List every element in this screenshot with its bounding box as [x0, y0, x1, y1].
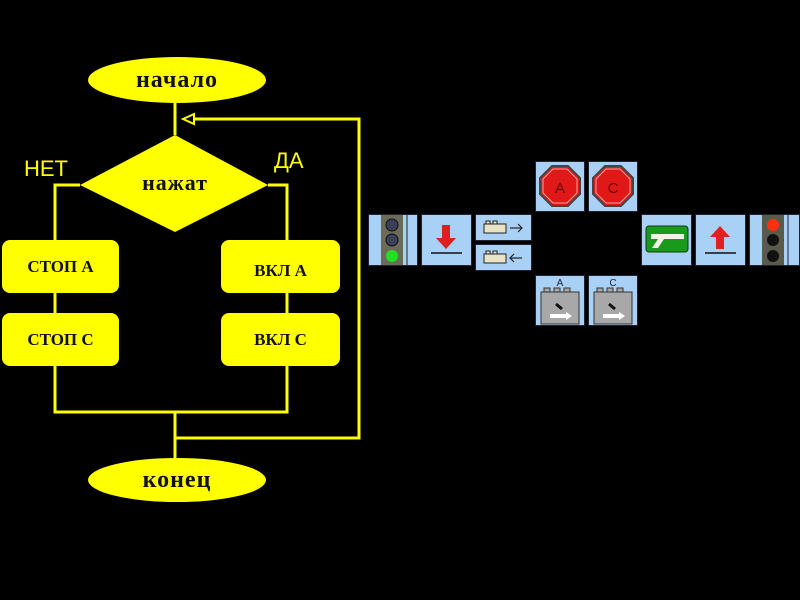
stop-a-label: A: [555, 180, 565, 197]
on-a-block: ВКЛ А: [221, 240, 340, 293]
stop-c-block: СТОП С: [2, 313, 119, 366]
traffic-light-green-icon: [381, 215, 408, 265]
no-label: НЕТ: [24, 156, 68, 181]
motor-c-tile: C: [588, 275, 638, 326]
motor-block-icon: C: [593, 278, 633, 325]
motor-backward-tile: [475, 244, 532, 271]
stop-sign-icon: C: [592, 165, 634, 207]
arrow-up-icon: [705, 226, 736, 254]
stop-a-tile: A: [535, 161, 585, 212]
motor-block-icon: A: [540, 278, 580, 325]
traffic-light-green-tile: [368, 214, 418, 266]
arrow-up-tile: [695, 214, 746, 266]
stop-c-label: C: [608, 180, 619, 197]
connector-yes-branch: [268, 183, 289, 242]
loop-arrow-icon: [180, 112, 195, 126]
stop-a-block: СТОП А: [2, 240, 119, 293]
motor-forward-icon: [483, 220, 523, 234]
connector-no-branch: [53, 183, 80, 242]
decision-label: нажат: [142, 170, 208, 195]
green-branch-tile: [641, 214, 692, 266]
arrow-down-icon: [431, 225, 462, 254]
connector-loop-back: [175, 117, 361, 440]
stop-sign-icon: A: [539, 165, 581, 207]
branch-icon: [645, 225, 689, 253]
on-c-block: ВКЛ С: [221, 313, 340, 366]
connector-merge: [53, 365, 289, 414]
stop-c-tile: C: [588, 161, 638, 212]
yes-label: ДА: [274, 148, 304, 173]
motor-forward-tile: [475, 214, 532, 241]
start-terminal: начало: [88, 57, 266, 103]
traffic-light-red-icon: [762, 215, 789, 265]
end-terminal: конец: [88, 458, 266, 502]
arrow-down-tile: [421, 214, 472, 266]
decision-diamond: [80, 135, 268, 232]
motor-c-label: C: [609, 278, 616, 289]
motor-a-label: A: [557, 278, 564, 289]
traffic-light-red-tile: [749, 214, 800, 266]
motor-backward-icon: [483, 250, 522, 264]
motor-a-tile: A: [535, 275, 585, 326]
